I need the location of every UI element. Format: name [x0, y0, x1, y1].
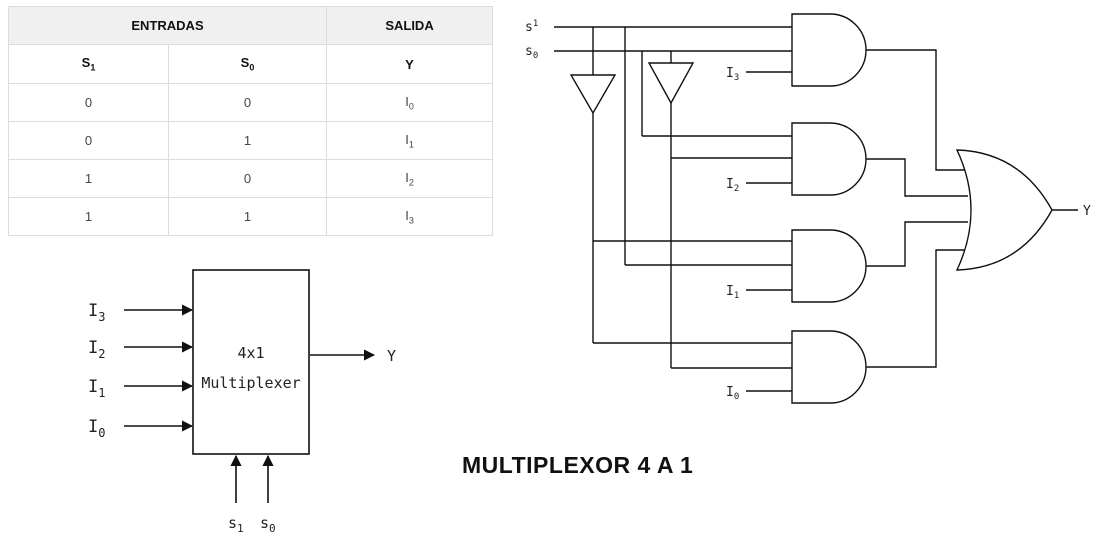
- header-entradas: ENTRADAS: [7, 6, 328, 45]
- table-row: 0 1 I1: [8, 121, 494, 160]
- inverter-s1: [569, 74, 617, 115]
- and-gate-2: [791, 122, 867, 196]
- cell-s0: 1: [167, 197, 328, 236]
- column-header-s1: S1: [8, 44, 169, 84]
- circuit-label-i1: I1: [726, 284, 739, 301]
- cell-y: I2: [326, 159, 494, 198]
- logic-circuit: s1 s0 I3 I2 I1 I0 Y: [525, 13, 1091, 404]
- cell-s1: 1: [8, 159, 169, 198]
- block-diagram: 4x1 Multiplexer I3 I2 I1 I0 Y s1 s0: [88, 269, 396, 535]
- cell-s1: 0: [8, 83, 169, 122]
- truth-table: ENTRADAS SALIDA S1 S0 Y 0 0 I0 0 1 I1 1 …: [7, 6, 494, 236]
- table-row: 1 1 I3: [8, 197, 494, 236]
- cell-s0: 1: [167, 121, 328, 160]
- block-input-label-i3: I3: [88, 301, 105, 324]
- page-title: MULTIPLEXOR 4 A 1: [462, 452, 694, 478]
- or-gate: [955, 149, 1053, 271]
- circuit-label-i2: I2: [726, 177, 739, 194]
- and-gate-0: [791, 330, 867, 404]
- circuit-label-s0: s0: [525, 44, 538, 61]
- block-output-label-y: Y: [387, 347, 396, 365]
- circuit-label-i0: I0: [726, 385, 739, 402]
- cell-y: I1: [326, 121, 494, 160]
- wire-and1-to-or: [866, 221, 968, 267]
- cell-s0: 0: [167, 159, 328, 198]
- multiplexer-box: [192, 269, 310, 455]
- cell-s1: 1: [8, 197, 169, 236]
- block-input-label-i2: I2: [88, 338, 105, 361]
- block-label-multiplexer: Multiplexer: [201, 374, 300, 392]
- circuit-label-y: Y: [1083, 204, 1091, 219]
- wire-and0-to-or: [866, 249, 965, 368]
- block-label-4x1: 4x1: [237, 344, 264, 362]
- block-select-label-s0: s0: [260, 514, 276, 535]
- circuit-label-s1: s1: [525, 19, 538, 35]
- and-gate-1: [791, 229, 867, 303]
- inverter-s0: [647, 62, 695, 105]
- table-row: 0 0 I0: [8, 83, 494, 122]
- column-header-y: Y: [326, 44, 494, 84]
- header-salida: SALIDA: [326, 6, 494, 45]
- wire-and3-to-or: [866, 49, 965, 171]
- block-select-label-s1: s1: [228, 514, 244, 535]
- and-gate-3: [791, 13, 867, 87]
- cell-y: I3: [326, 197, 494, 236]
- cell-y: I0: [326, 83, 494, 122]
- table-row: 1 0 I2: [8, 159, 494, 198]
- block-input-label-i1: I1: [88, 377, 105, 400]
- cell-s0: 0: [167, 83, 328, 122]
- cell-s1: 0: [8, 121, 169, 160]
- column-header-s0: S0: [167, 44, 328, 84]
- circuit-label-i3: I3: [726, 66, 739, 83]
- block-input-label-i0: I0: [88, 417, 105, 440]
- wire-and2-to-or: [866, 158, 968, 197]
